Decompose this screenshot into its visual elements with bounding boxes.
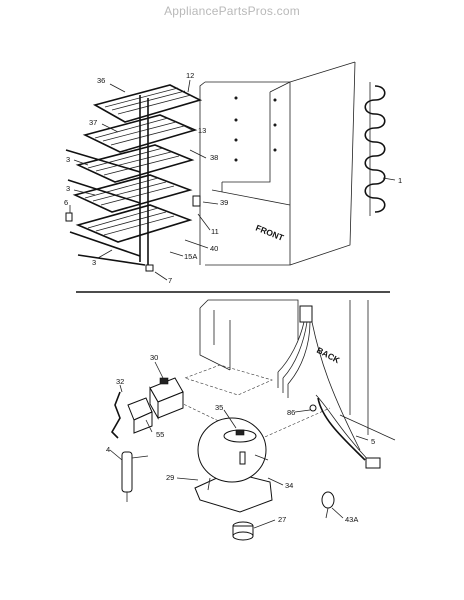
callout-4: 4 xyxy=(106,445,110,454)
bracket-39 xyxy=(192,195,201,207)
shelf-stop-7 xyxy=(145,264,154,272)
relay-overload-30 xyxy=(149,377,184,420)
top-leaders xyxy=(69,79,396,281)
callout-3: 3 xyxy=(92,258,96,267)
bottom-leaders xyxy=(109,361,369,529)
callout-15a: 15A xyxy=(184,252,197,261)
callout-11: 11 xyxy=(211,227,219,236)
callout-7: 7 xyxy=(168,276,172,285)
back-label: BACK xyxy=(315,345,342,366)
callout-37: 37 xyxy=(89,118,97,127)
callout-43a: 43A xyxy=(345,515,358,524)
screw-86 xyxy=(309,404,317,412)
callout-6: 6 xyxy=(64,198,68,207)
callout-27: 27 xyxy=(278,515,286,524)
bottom-assembly: 30 32 55 4 35 86 5 29 34 27 43A BACK xyxy=(106,299,396,541)
top-assembly: 36 12 37 13 3 38 3 6 39 11 40 15A 3 7 1 … xyxy=(64,61,402,285)
callout-36: 36 xyxy=(97,76,105,85)
shelf-clip-6 xyxy=(65,212,73,222)
callout-38: 38 xyxy=(210,153,218,162)
cabinet-outline xyxy=(199,61,356,266)
callout-39: 39 xyxy=(220,198,228,207)
cabinet-back xyxy=(174,299,396,441)
callout-30: 30 xyxy=(150,353,158,362)
callout-40: 40 xyxy=(210,244,218,253)
callout-32: 32 xyxy=(116,377,124,386)
connector-plug xyxy=(299,305,313,323)
callout-86: 86 xyxy=(287,408,295,417)
callout-35: 35 xyxy=(215,403,223,412)
wire-shelves xyxy=(65,84,203,272)
callout-3: 3 xyxy=(66,184,70,193)
front-label: FRONT xyxy=(254,223,286,244)
callout-13: 13 xyxy=(198,126,206,135)
evaporator-coil-1 xyxy=(364,82,386,216)
wire-32 xyxy=(111,391,121,439)
callout-34: 34 xyxy=(285,481,293,490)
callout-12: 12 xyxy=(186,71,194,80)
wiring-harness xyxy=(277,305,381,469)
callout-5: 5 xyxy=(371,437,375,446)
callout-1: 1 xyxy=(398,176,402,185)
compressor-29 xyxy=(194,417,273,513)
callout-3: 3 xyxy=(66,155,70,164)
watermark: AppliancePartsPros.com xyxy=(164,4,300,18)
relay-55 xyxy=(127,397,153,434)
power-plug xyxy=(365,457,381,469)
drier-4 xyxy=(121,451,149,502)
callout-55: 55 xyxy=(156,430,164,439)
callout-29: 29 xyxy=(166,473,174,482)
clamp-43a xyxy=(321,491,335,519)
grommet-27 xyxy=(232,521,254,541)
